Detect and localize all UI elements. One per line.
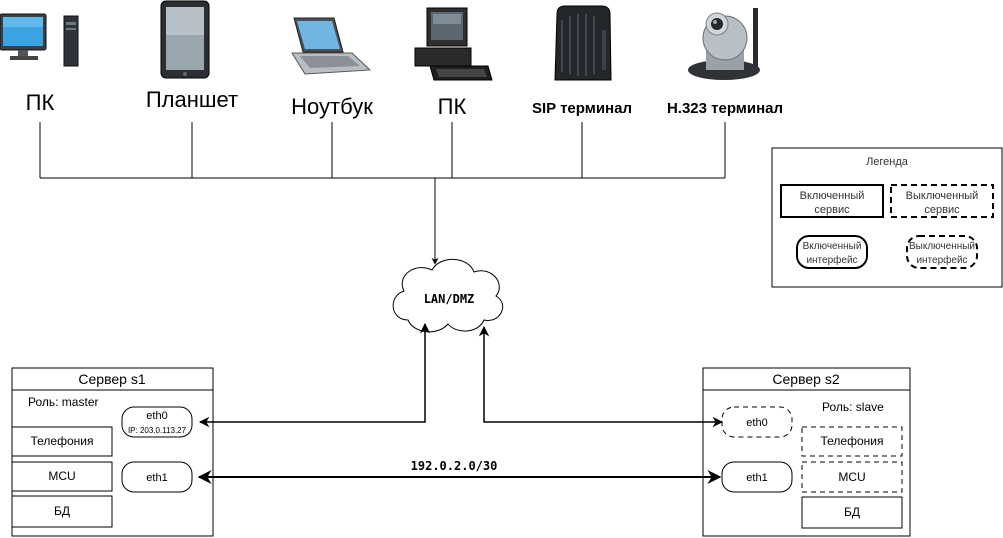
interface-ip: IP: 203.0.113.27 [128, 426, 187, 435]
service-label: БД [54, 504, 70, 518]
device-label: Планшет [146, 87, 238, 112]
service-mcu [11, 461, 113, 492]
legend-service-off-box [890, 184, 994, 218]
legend-iface-on-line2: интерфейс [806, 254, 857, 266]
device-bus [39, 122, 726, 179]
s2-eth1-interface [721, 461, 793, 493]
service-telephony [801, 426, 903, 457]
service-label: БД [844, 505, 860, 519]
service-db [801, 496, 903, 529]
legend-iface-off-line1: Выключенный [909, 241, 975, 252]
interface-label: eth1 [146, 472, 167, 484]
device-label: Ноутбук [291, 94, 373, 119]
interface-label: eth0 [146, 410, 167, 422]
server-role: Роль: master [28, 395, 98, 409]
interface-label: eth1 [746, 472, 767, 484]
sip-terminal-icon [554, 5, 612, 81]
s2-eth0-to-cloud-link [478, 325, 724, 428]
server-s2: Сервер s2 Роль: slave Телефония MCU БД e… [702, 367, 911, 537]
server-title: Сервер s1 [78, 371, 145, 387]
legend-service-on-box [780, 184, 884, 218]
legend-service-on-line1: Включенный [800, 190, 865, 202]
cloud-label: LAN/DMZ [424, 292, 475, 306]
ip-camera-icon [688, 8, 760, 80]
laptop-icon [291, 17, 372, 75]
device-label: ПК [26, 90, 55, 115]
legend-iface-off-box [906, 235, 978, 269]
interface-label: eth0 [746, 417, 767, 429]
server-role: Роль: slave [822, 400, 884, 414]
service-label: Телефония [31, 434, 94, 448]
legend-iface-on-line1: Включенный [803, 241, 862, 252]
s1-eth1-interface [121, 461, 193, 493]
pc-tower-icon [414, 7, 493, 81]
legend-service-off-line2: сервис [924, 204, 960, 216]
legend-iface-on-box [796, 235, 868, 269]
device-label: ПК [438, 94, 467, 119]
server-title: Сервер s2 [772, 371, 839, 387]
service-label: MCU [48, 469, 75, 483]
service-mcu [801, 461, 903, 493]
legend-title: Легенда [866, 156, 909, 168]
lan-dmz-cloud: LAN/DMZ [392, 258, 504, 333]
legend-iface-off-line2: интерфейс [916, 254, 967, 266]
s1-eth0-interface [121, 406, 193, 438]
tablet-icon [160, 0, 210, 79]
service-label: Телефония [821, 434, 884, 448]
device-label: SIP терминал [532, 100, 632, 117]
service-db [11, 495, 113, 528]
device-label: H.323 терминал [667, 100, 783, 117]
legend: Легенда Включенный сервис Выключенный се… [771, 147, 1003, 288]
legend-service-on-line2: сервис [814, 204, 850, 216]
legend-service-off-line1: Выключенный [906, 190, 979, 202]
link-subnet-label: 192.0.2.0/30 [411, 459, 498, 473]
server-s1: Сервер s1 Роль: master Телефония MCU БД … [11, 367, 214, 537]
service-telephony [11, 426, 113, 457]
service-label: MCU [838, 470, 865, 484]
desktop-pc-icon [0, 13, 79, 67]
s1-eth0-to-cloud-link [198, 322, 431, 428]
